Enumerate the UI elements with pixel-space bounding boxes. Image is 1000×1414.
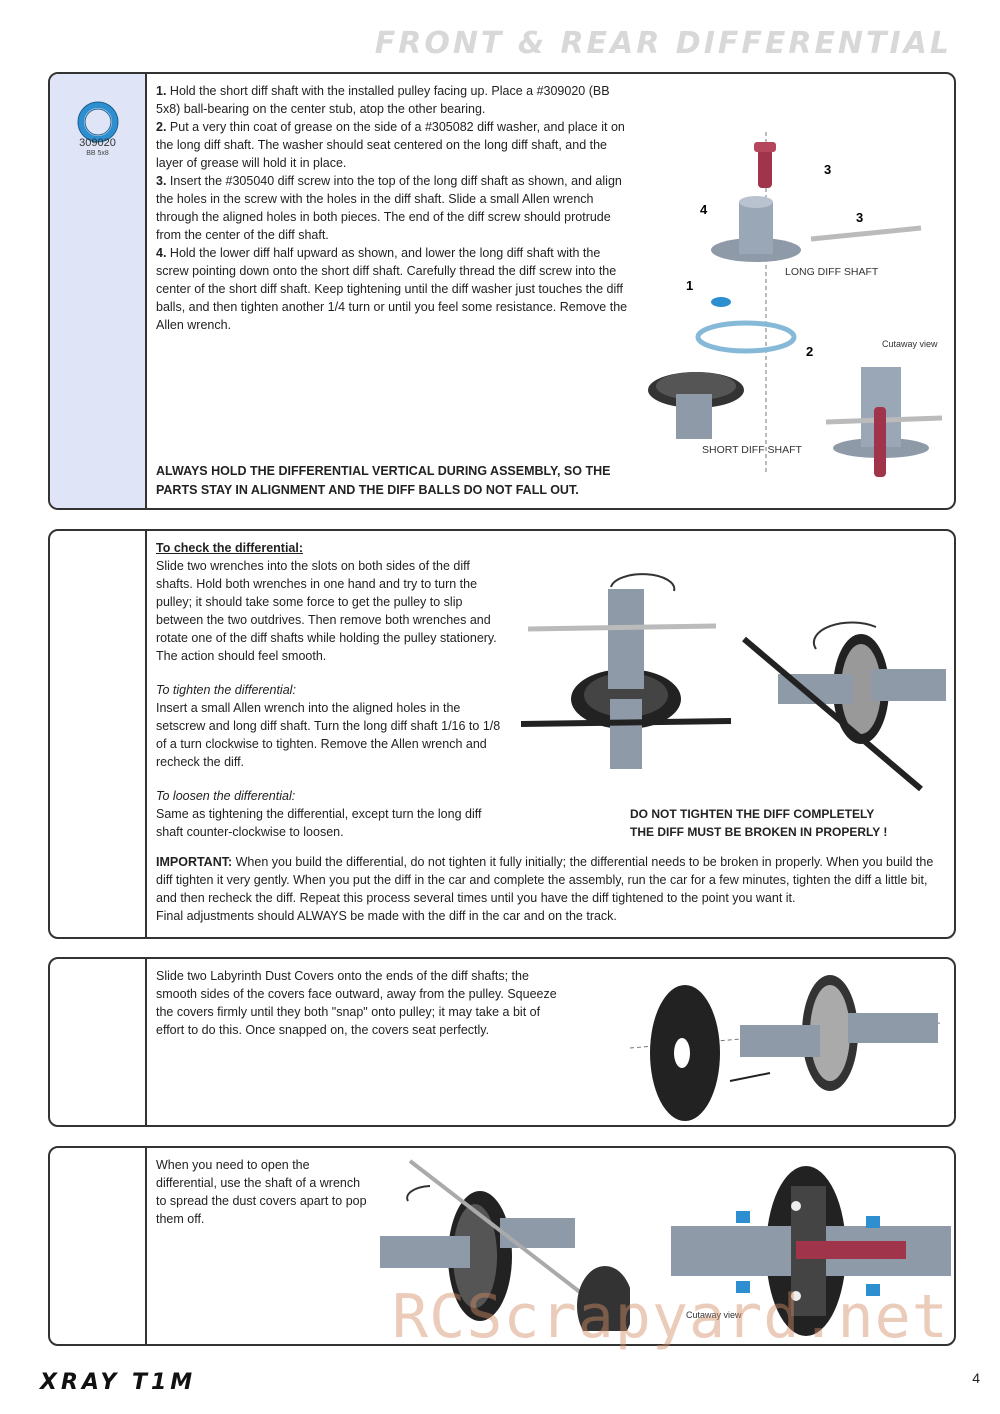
empty-sidebar [50,1148,147,1344]
exploded-diff-illustration: 3 4 3 1 2 [648,132,943,477]
empty-sidebar [50,531,147,937]
step-panel-dust-covers: Slide two Labyrinth Dust Covers onto the… [48,957,956,1127]
diff-warning-2: THE DIFF MUST BE BROKEN IN PROPERLY ! [630,825,888,839]
vertical-warning: ALWAYS HOLD THE DIFFERENTIAL VERTICAL DU… [156,464,611,497]
check-instructions: To check the differential: Slide two wre… [156,539,506,841]
marker-2: 2 [806,344,813,359]
parts-sidebar: 309020 BB 5x8 [50,74,147,508]
important-text: When you build the differential, do not … [156,855,934,905]
important-label: IMPORTANT: [156,855,233,869]
cutaway-label: Cutaway view [882,339,938,349]
empty-sidebar [50,959,147,1125]
open-diff-instructions: When you need to open the differential, … [156,1158,367,1226]
brand-logo: XRAY T1M [40,1370,197,1395]
dust-cover-illustration [629,975,941,1121]
page-number: 4 [972,1370,980,1386]
loosen-text: Same as tightening the differential, exc… [156,807,482,839]
loosen-heading: To loosen the differential: [156,789,296,803]
bearing-icon [77,101,119,143]
page-title: FRONT & REAR DIFFERENTIAL [374,26,952,61]
step-panel-check: To check the differential: Slide two wre… [48,529,956,939]
part-number: 309020 [79,137,116,149]
marker-3a: 3 [824,162,831,177]
assembly-instructions: 1. Hold the short diff shaft with the in… [156,82,636,334]
check-heading: To check the differential: [156,541,304,555]
step-4: 4. Hold the lower diff half upward as sh… [156,246,628,332]
long-shaft-label: LONG DIFF SHAFT [785,266,879,278]
dust-cover-instructions: Slide two Labyrinth Dust Covers onto the… [156,969,557,1037]
step-panel-open-diff: When you need to open the differential, … [48,1146,956,1346]
step-1: 1. Hold the short diff shaft with the in… [156,84,610,116]
marker-4: 4 [700,202,708,217]
cutaway-diff-illustration [671,1166,951,1336]
step-3: 3. Insert the #305040 diff screw into th… [156,174,622,242]
short-shaft-label: SHORT DIFF SHAFT [702,444,802,456]
part-description: BB 5x8 [86,150,109,157]
step-panel-assembly: 309020 BB 5x8 1. Hold the short diff sha… [48,72,956,510]
watermark: RCScrapyard.net [392,1282,949,1352]
diff-check-illustration [520,573,946,792]
diff-warning-1: DO NOT TIGHTEN THE DIFF COMPLETELY [630,807,875,821]
tighten-text: Insert a small Allen wrench into the ali… [156,701,501,769]
cutaway-label: Cutaway view [686,1310,742,1320]
check-text: Slide two wrenches into the slots on bot… [156,559,497,663]
tighten-heading: To tighten the differential: [156,683,296,697]
final-adjustments-text: Final adjustments should ALWAYS be made … [156,909,617,923]
marker-3b: 3 [856,210,863,225]
important-note: IMPORTANT: When you build the differenti… [156,853,946,925]
open-diff-illustration [380,1159,630,1331]
step-2: 2. Put a very thin coat of grease on the… [156,120,625,170]
marker-1: 1 [686,278,693,293]
